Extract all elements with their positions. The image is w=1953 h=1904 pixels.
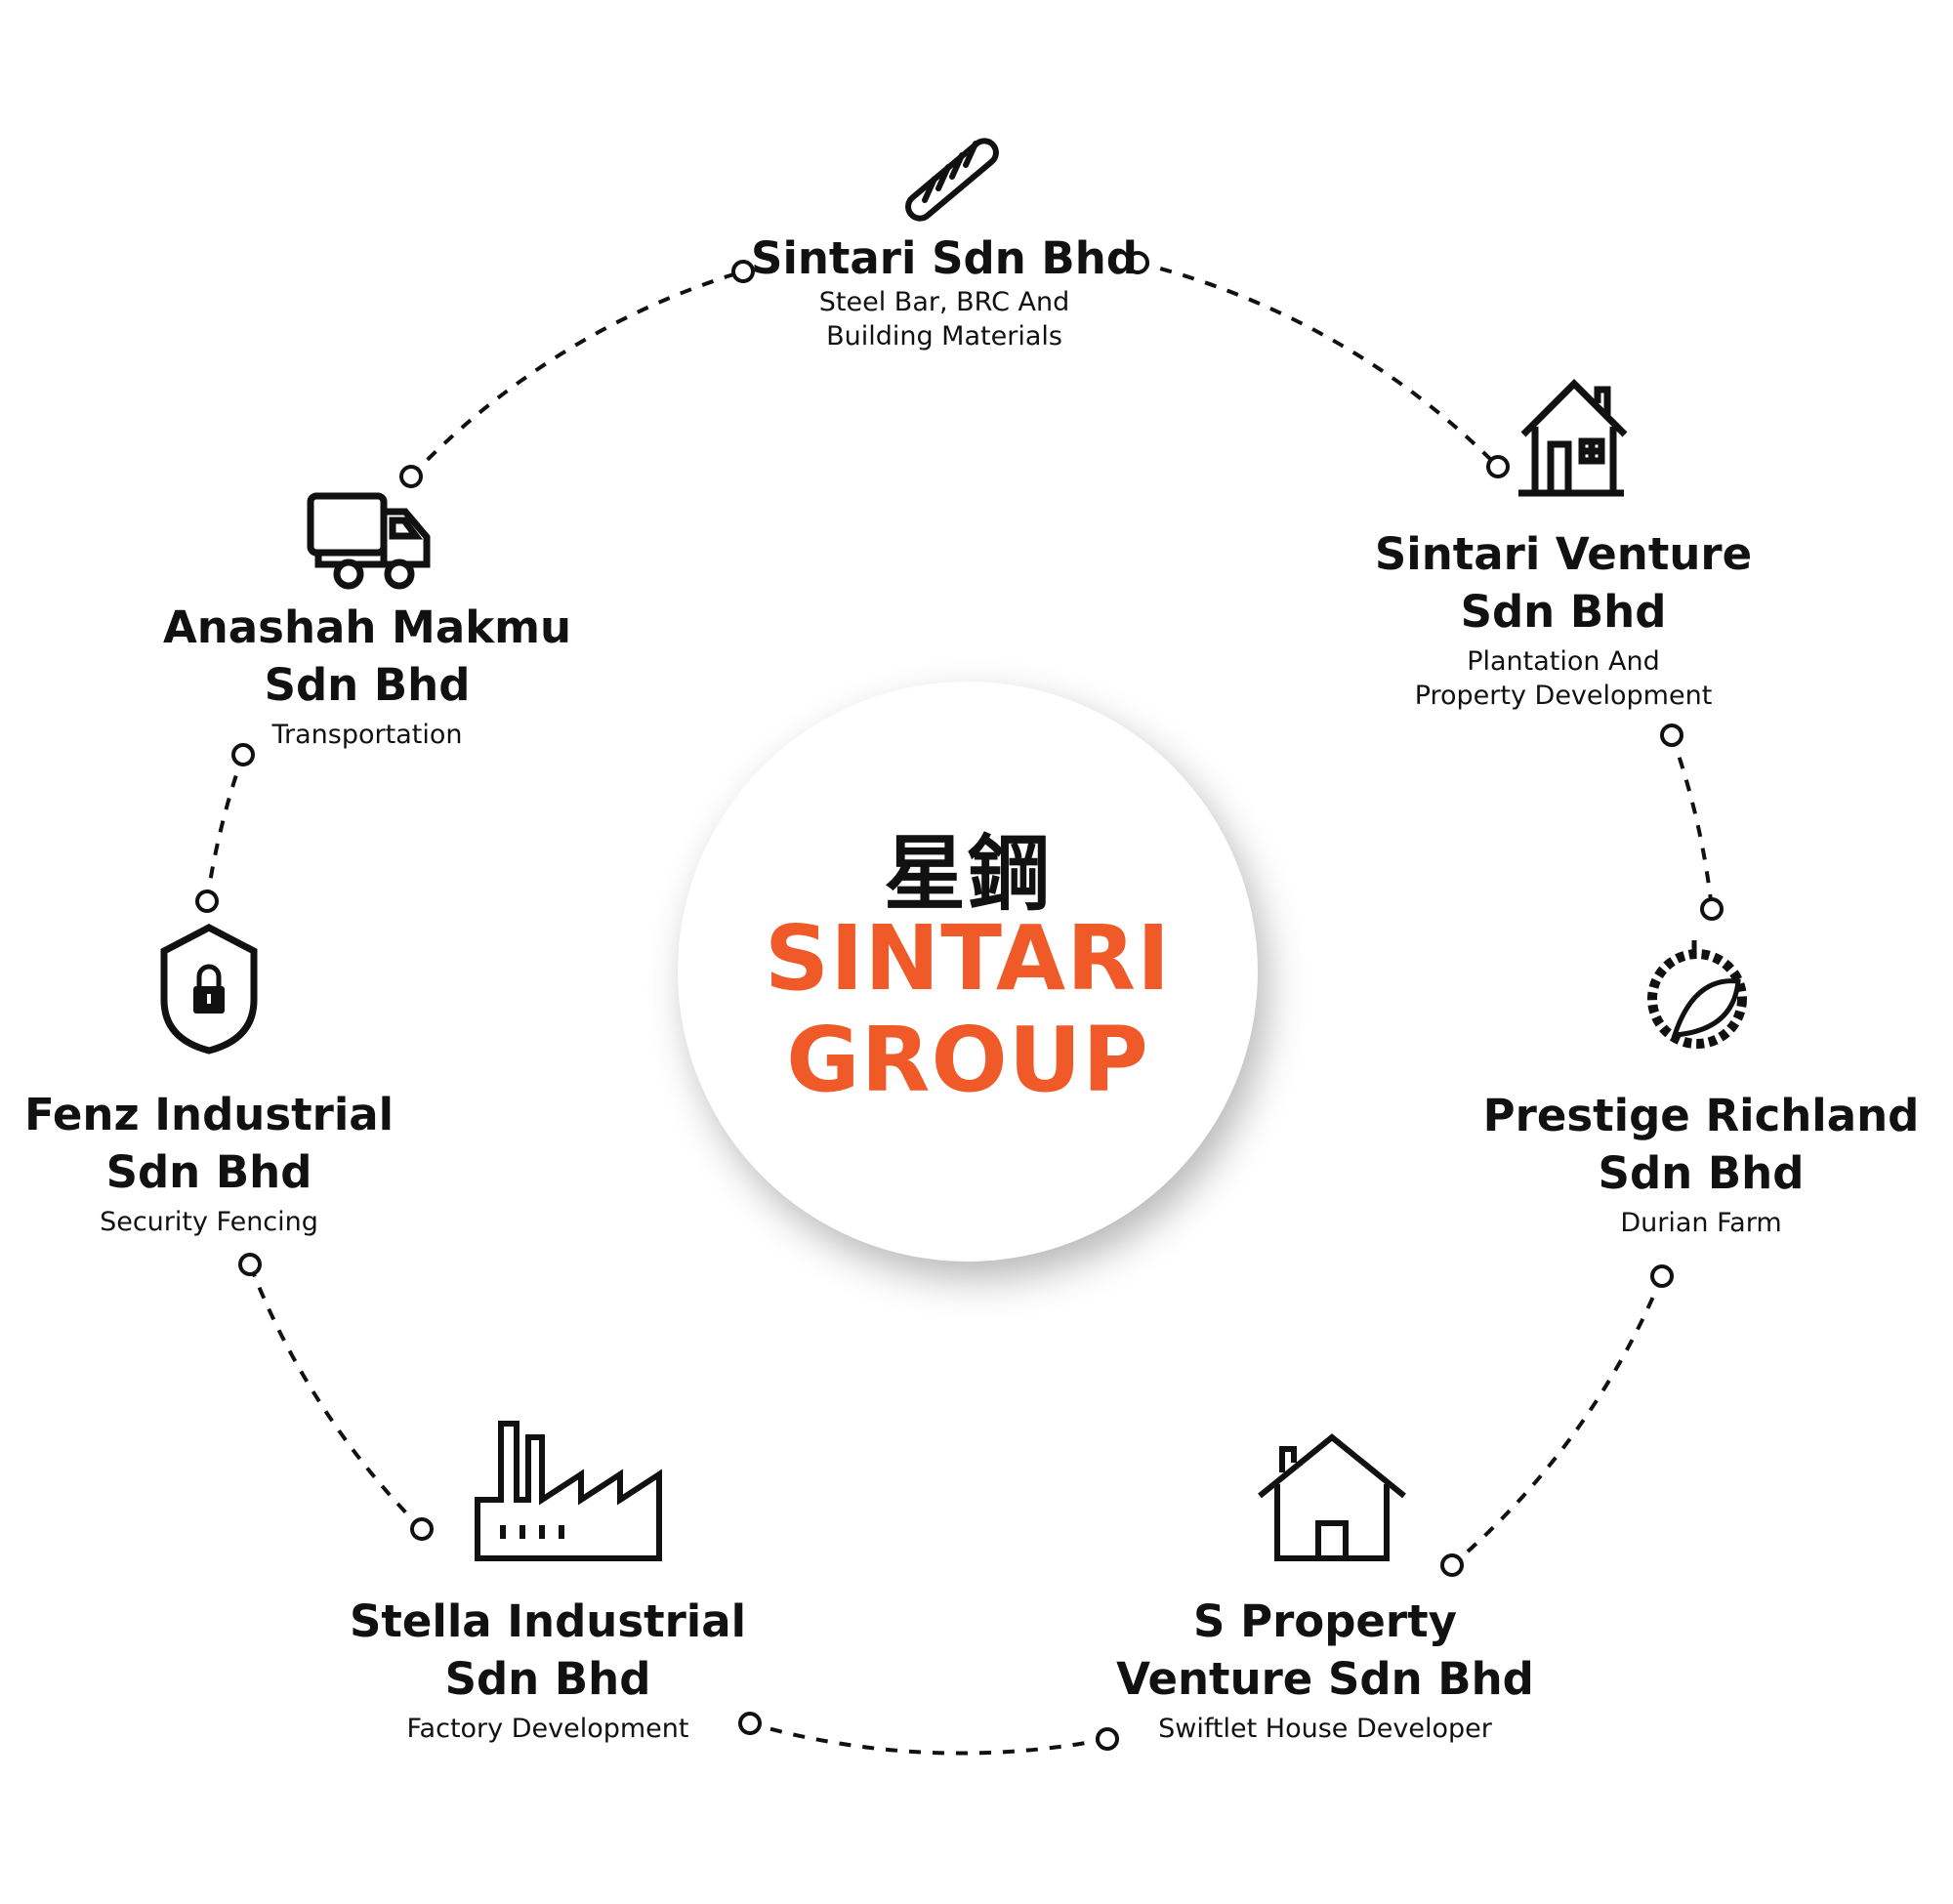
company-anashah-makmu: Anashah Makmu Sdn Bhd Transportation — [163, 599, 571, 752]
company-title: Sdn Bhd — [1598, 1147, 1805, 1199]
company-title: Sintari Venture — [1374, 528, 1753, 580]
connector-node — [1660, 724, 1683, 747]
company-subtitle: Security Fencing — [100, 1207, 318, 1237]
connector-node — [238, 1253, 262, 1276]
connector-node — [1650, 1264, 1674, 1288]
company-stella-industrial: Stella Industrial Sdn Bhd Factory Develo… — [350, 1593, 746, 1746]
steel-bar-icon — [905, 138, 999, 222]
brand-line-1: SINTARI — [764, 906, 1172, 1011]
company-title: Sdn Bhd — [264, 659, 471, 711]
company-title: Sdn Bhd — [105, 1146, 312, 1198]
connector-node — [1126, 251, 1149, 274]
company-subtitle: Swiftlet House Developer — [1158, 1714, 1492, 1744]
company-s-property-venture: S Property Venture Sdn Bhd Swiftlet Hous… — [1116, 1593, 1534, 1746]
company-subtitle: Factory Development — [406, 1714, 689, 1744]
house-outline-icon — [1258, 1433, 1406, 1561]
company-title: Sdn Bhd — [1460, 586, 1667, 638]
brand-line-2: GROUP — [786, 1008, 1149, 1112]
shield-lock-icon — [160, 924, 258, 1055]
connector-node — [738, 1712, 762, 1735]
connector-arc — [248, 1263, 424, 1531]
company-subtitle: Building Materials — [826, 321, 1062, 352]
company-subtitle: Property Development — [1414, 681, 1713, 711]
house-icon — [1518, 379, 1628, 497]
connector-node — [399, 465, 423, 488]
company-subtitle: Transportation — [271, 720, 463, 750]
company-title: Fenz Industrial — [23, 1089, 395, 1140]
company-title: Venture Sdn Bhd — [1116, 1653, 1534, 1705]
connector-arc — [409, 269, 744, 478]
company-title: Prestige Richland — [1482, 1090, 1920, 1141]
connector-arc — [1670, 734, 1714, 910]
connector-node — [195, 890, 219, 913]
connector-node — [731, 260, 755, 283]
connector-node — [1486, 455, 1510, 478]
connector-arc — [749, 1721, 1108, 1756]
company-sintari-sdn-bhd: Sintari Sdn Bhd Steel Bar, BRC And Build… — [751, 229, 1138, 353]
connector-node — [1096, 1727, 1119, 1751]
company-prestige-richland: Prestige Richland Sdn Bhd Durian Farm — [1483, 1087, 1920, 1240]
connector-arc — [1137, 261, 1500, 469]
company-subtitle: Plantation And — [1467, 646, 1660, 677]
connector-node — [231, 743, 255, 766]
connector-node — [410, 1517, 434, 1541]
connector-node — [1440, 1553, 1464, 1577]
durian-icon — [1647, 940, 1747, 1049]
company-title: Sintari Sdn Bhd — [751, 232, 1138, 284]
factory-icon — [475, 1421, 662, 1561]
company-subtitle: Durian Farm — [1620, 1208, 1782, 1238]
company-sintari-venture: Sintari Venture Sdn Bhd Plantation And P… — [1375, 525, 1752, 713]
connector-arc — [205, 754, 245, 902]
connector-arc — [1450, 1275, 1664, 1567]
connector-node — [1700, 897, 1724, 921]
company-title: Sdn Bhd — [444, 1653, 651, 1705]
chinese-logo-text: 星鋼 — [883, 825, 1052, 922]
center-logo-circle: 星鋼 SINTARI GROUP — [678, 682, 1258, 1262]
company-title: S Property — [1193, 1595, 1457, 1647]
truck-icon — [307, 492, 431, 590]
company-fenz-industrial: Fenz Industrial Sdn Bhd Security Fencing — [24, 1086, 394, 1239]
company-title: Stella Industrial — [349, 1595, 747, 1647]
company-subtitle: Steel Bar, BRC And — [818, 287, 1070, 317]
company-title: Anashah Makmu — [162, 601, 572, 653]
